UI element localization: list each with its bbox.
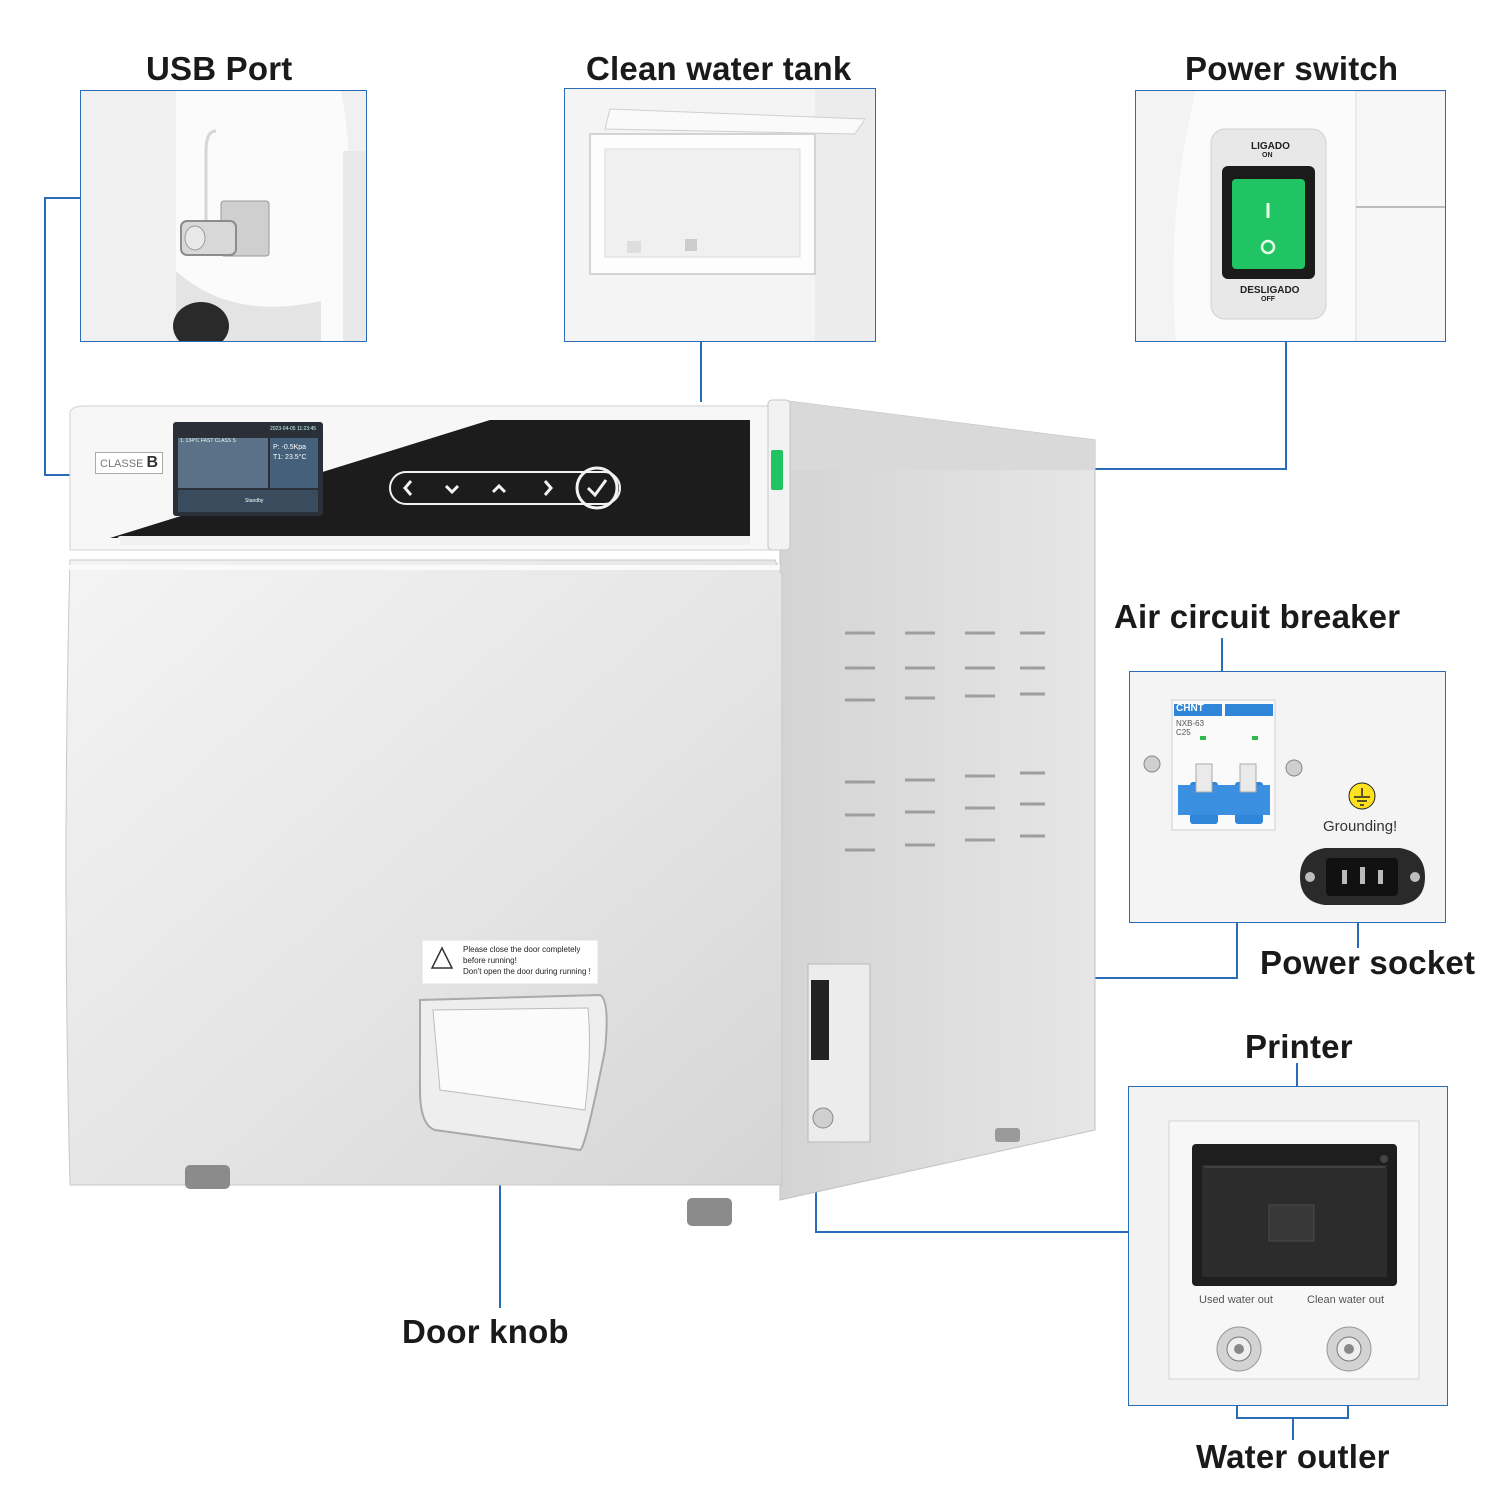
- breaker-rating: C25: [1176, 728, 1191, 737]
- breaker-model: NXB-63: [1176, 719, 1205, 728]
- printer-panel: Used water out Clean water out: [1128, 1086, 1448, 1406]
- air-circuit-breaker-label: Air circuit breaker: [1114, 598, 1401, 635]
- autoclave-body: [65, 399, 1096, 1226]
- badge-text: CLASSE: [100, 458, 144, 470]
- switch-on-sub: ON: [1262, 152, 1273, 159]
- water-outler-label: Water outler: [1196, 1438, 1390, 1475]
- door-warning-line-3: Don't open the door during running !: [463, 967, 591, 976]
- rear-panel-line: [1087, 922, 1238, 979]
- switch-off-sub: OFF: [1261, 296, 1275, 303]
- printer-photo: [1129, 1087, 1447, 1405]
- screen-status: Standby: [245, 498, 264, 504]
- screen-header: 2023-04-05 11:23:45: [270, 426, 317, 432]
- clean-water-tank-label: Clean water tank: [586, 50, 852, 87]
- usb-port-panel: [80, 90, 367, 342]
- power-socket-label: Power socket: [1260, 944, 1476, 981]
- door-warning-line-1: Please close the door completely: [463, 945, 581, 954]
- breaker-socket-panel: CHNT NXB-63 C25 Grounding!: [1129, 671, 1446, 923]
- autoclave-device: CLASSE B 2023-04-05 11:23:45 1. 134°C FA…: [40, 390, 1110, 1240]
- clean-water-tank-panel: [564, 88, 876, 342]
- usb-port-label: USB Port: [146, 50, 293, 87]
- class-badge: CLASSE B: [95, 452, 164, 474]
- breaker-brand: CHNT: [1176, 703, 1204, 714]
- switch-on-label: LIGADO: [1251, 141, 1290, 152]
- badge-letter: B: [146, 454, 159, 471]
- door-warning-line-2: before running!: [463, 956, 517, 965]
- power-switch-panel: LIGADO ON DESLIGADO OFF: [1135, 90, 1446, 342]
- screen-temp: T1: 23.5°C: [273, 454, 307, 461]
- printer-label: Printer: [1245, 1028, 1353, 1065]
- grounding-label: Grounding!: [1323, 818, 1398, 835]
- power-switch-photo: [1136, 91, 1445, 341]
- door-knob-label: Door knob: [402, 1313, 569, 1350]
- used-water-label: Used water out: [1199, 1294, 1273, 1306]
- screen-program: 1. 134°C FAST CLASS S: [180, 438, 236, 444]
- screen-pressure: P: -0.5Kpa: [273, 444, 307, 451]
- power-switch-label: Power switch: [1185, 50, 1399, 87]
- usb-port-photo: [81, 91, 366, 341]
- switch-off-label: DESLIGADO: [1240, 285, 1300, 296]
- rocker-switch: [1232, 179, 1305, 269]
- clean-water-label: Clean water out: [1307, 1294, 1385, 1306]
- water-tank-photo: [565, 89, 875, 341]
- usb-callout-line: [44, 197, 80, 476]
- breaker-photo: [1130, 672, 1445, 922]
